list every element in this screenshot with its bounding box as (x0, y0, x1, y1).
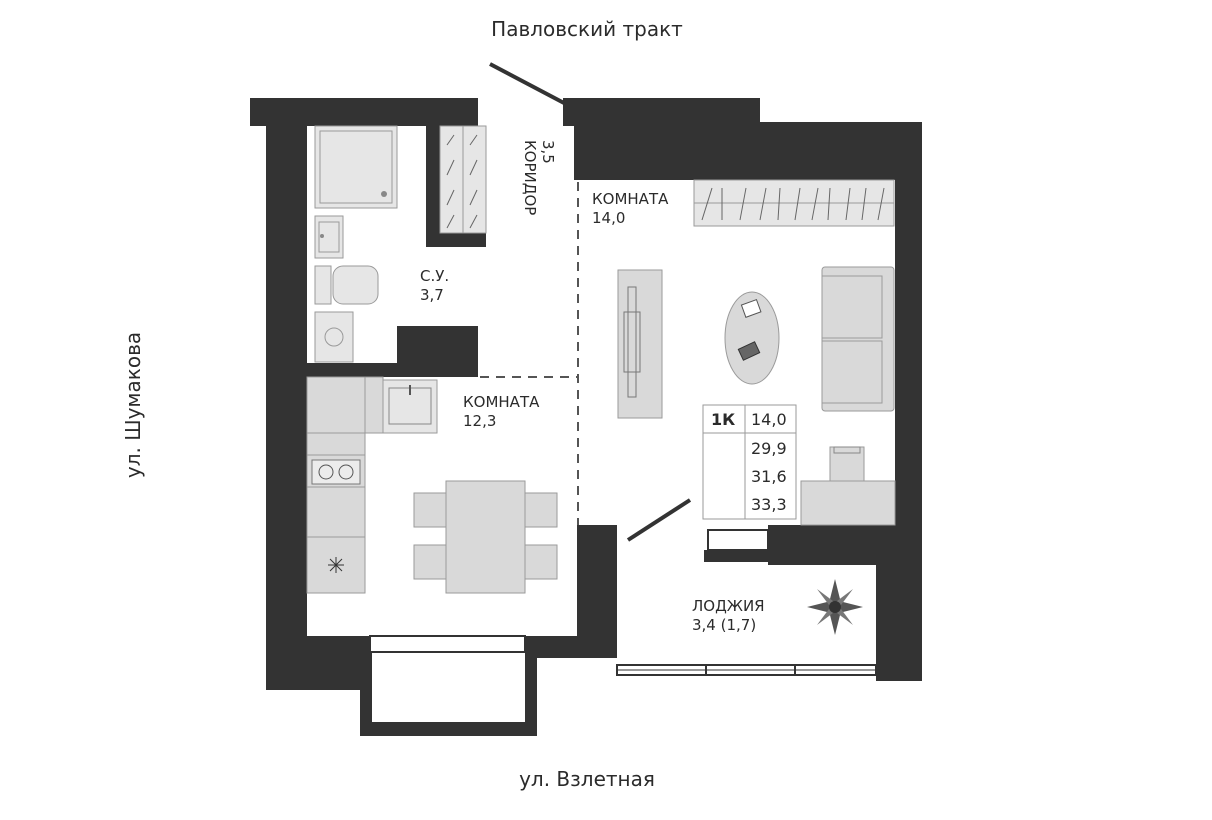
room-label-loggia: ЛОДЖИЯ (692, 597, 765, 615)
summary-value-total: 29,9 (751, 439, 787, 458)
window-box-right (525, 652, 537, 736)
kitchen-counter (306, 376, 384, 594)
summary-table: 1К 14,0 29,9 31,6 33,3 (702, 404, 797, 520)
room-label-main: КОМНАТА (592, 190, 669, 208)
washing-machine-icon (314, 311, 354, 363)
wall-left (266, 120, 307, 690)
shower-icon (314, 125, 398, 209)
summary-type: 1К (711, 410, 735, 429)
sofa (821, 266, 895, 412)
room-area-kitchen: 12,3 (463, 412, 496, 430)
entrance-door (489, 62, 565, 105)
toilet-icon (314, 265, 379, 305)
wall-corridor-left (426, 122, 440, 247)
compass-icon (807, 579, 863, 635)
wall-pillar (577, 525, 617, 658)
fridge-icon (328, 557, 344, 573)
loggia-windows (369, 635, 877, 676)
room-area-bathroom: 3,7 (420, 286, 444, 304)
walls (250, 98, 922, 736)
wall-bath-bottom (307, 363, 397, 377)
coffee-table (724, 291, 780, 385)
window-box-left (360, 652, 372, 736)
wall-top-mid (563, 98, 760, 126)
wall-bath-block (397, 326, 478, 377)
wall-top-right (574, 122, 922, 180)
wall-right (895, 122, 922, 532)
wardrobe-main (693, 179, 895, 227)
summary-value-total-loggia: 31,6 (751, 467, 787, 486)
loggia-threshold-base (704, 550, 768, 562)
summary-value-living: 14,0 (751, 410, 787, 429)
room-area-main: 14,0 (592, 209, 625, 227)
room-area-loggia: 3,4 (1,7) (692, 616, 756, 634)
summary-value-full: 33,3 (751, 495, 787, 514)
sink-icon (314, 215, 344, 259)
loggia-door (626, 498, 692, 542)
street-top-label: Павловский тракт (491, 17, 683, 41)
tv-stand (617, 269, 663, 419)
room-label-kitchen: КОМНАТА (463, 393, 540, 411)
wardrobe-corridor (439, 125, 487, 234)
dining-table (413, 480, 558, 594)
street-left-label: ул. Шумакова (121, 332, 145, 478)
room-area-corridor: 3,5 (539, 140, 557, 164)
wall-loggia-top (768, 525, 922, 565)
desk (800, 446, 896, 526)
loggia-threshold (707, 529, 769, 551)
room-label-corridor: КОРИДОР (521, 140, 539, 215)
wall-bottom-left (266, 636, 370, 690)
stove-icon (311, 459, 361, 485)
room-label-bathroom: С.У. (420, 267, 449, 285)
kitchen-sink-icon (382, 379, 438, 434)
street-bottom-label: ул. Взлетная (519, 767, 655, 791)
wall-corridor-bottom (426, 233, 486, 247)
window-box-bottom (360, 722, 537, 736)
